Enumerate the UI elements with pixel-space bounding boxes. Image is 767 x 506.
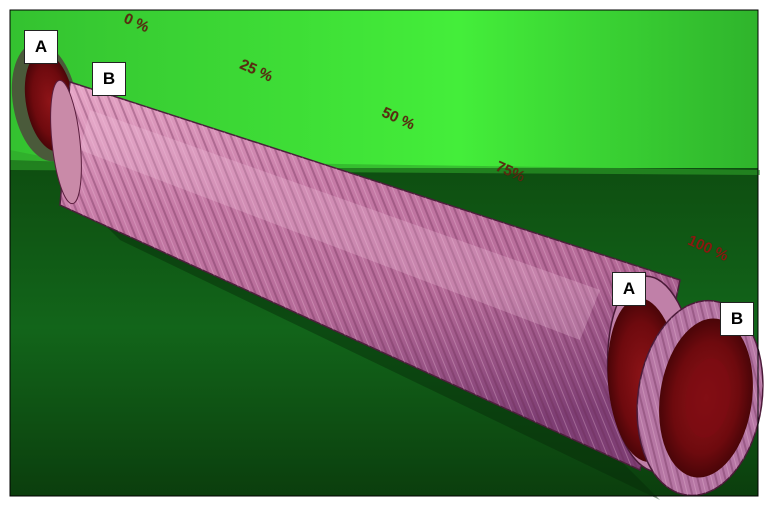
label-b-left: B [92,62,126,96]
label-a-right: A [612,272,646,306]
label-a-left: A [24,30,58,64]
label-b-right: B [720,302,754,336]
